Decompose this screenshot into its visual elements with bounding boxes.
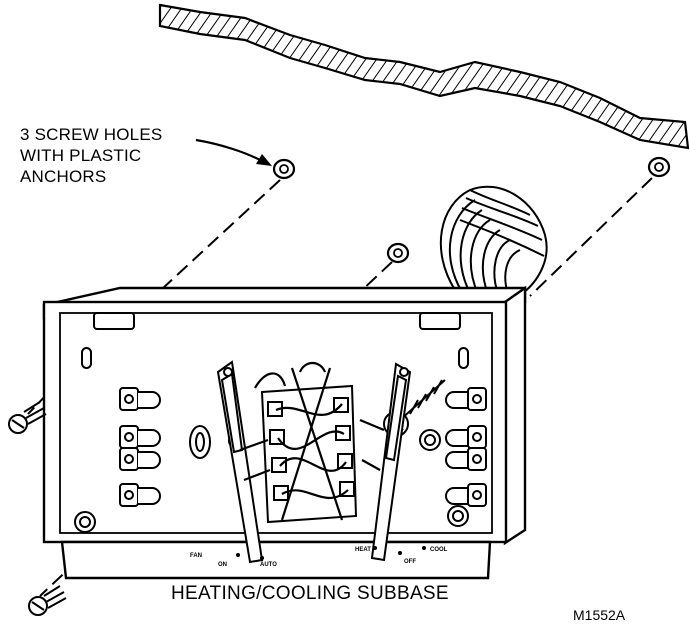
center-terminal-block bbox=[260, 384, 358, 524]
screw-left-bottom bbox=[28, 585, 67, 616]
anchor-center bbox=[386, 242, 410, 264]
wire-bundle bbox=[439, 185, 548, 296]
center-wiring bbox=[239, 361, 385, 521]
label-cool: COOL bbox=[430, 547, 448, 553]
callout-line-2: WITH PLASTIC bbox=[20, 146, 142, 165]
callout-line-1: 3 SCREW HOLES bbox=[20, 125, 163, 144]
anchor-right bbox=[647, 156, 671, 178]
diagram-caption: HEATING/COOLING SUBBASE bbox=[171, 583, 449, 604]
screw-holes-callout: 3 SCREW HOLES WITH PLASTIC ANCHORS bbox=[20, 124, 162, 187]
figure-id: M1552A bbox=[573, 607, 626, 623]
switch-labels: FAN ON AUTO HEAT OFF COOL bbox=[190, 546, 448, 568]
anchor-left bbox=[272, 158, 296, 180]
mounting-slots bbox=[81, 347, 469, 459]
label-off: OFF bbox=[404, 559, 416, 565]
bosses bbox=[74, 429, 469, 533]
terminals-left bbox=[119, 387, 161, 507]
switch-lever-right bbox=[370, 362, 412, 562]
screw-left-top bbox=[8, 401, 47, 434]
label-auto: AUTO bbox=[260, 562, 277, 568]
callout-line-3: ANCHORS bbox=[20, 167, 107, 186]
label-fan: FAN bbox=[190, 553, 202, 559]
callout-arrow bbox=[195, 138, 272, 166]
terminals-right bbox=[445, 387, 487, 507]
top-tabs bbox=[93, 312, 461, 330]
label-heat: HEAT bbox=[355, 547, 371, 553]
wall-cutaway bbox=[158, 3, 689, 150]
label-on: ON bbox=[218, 562, 227, 568]
